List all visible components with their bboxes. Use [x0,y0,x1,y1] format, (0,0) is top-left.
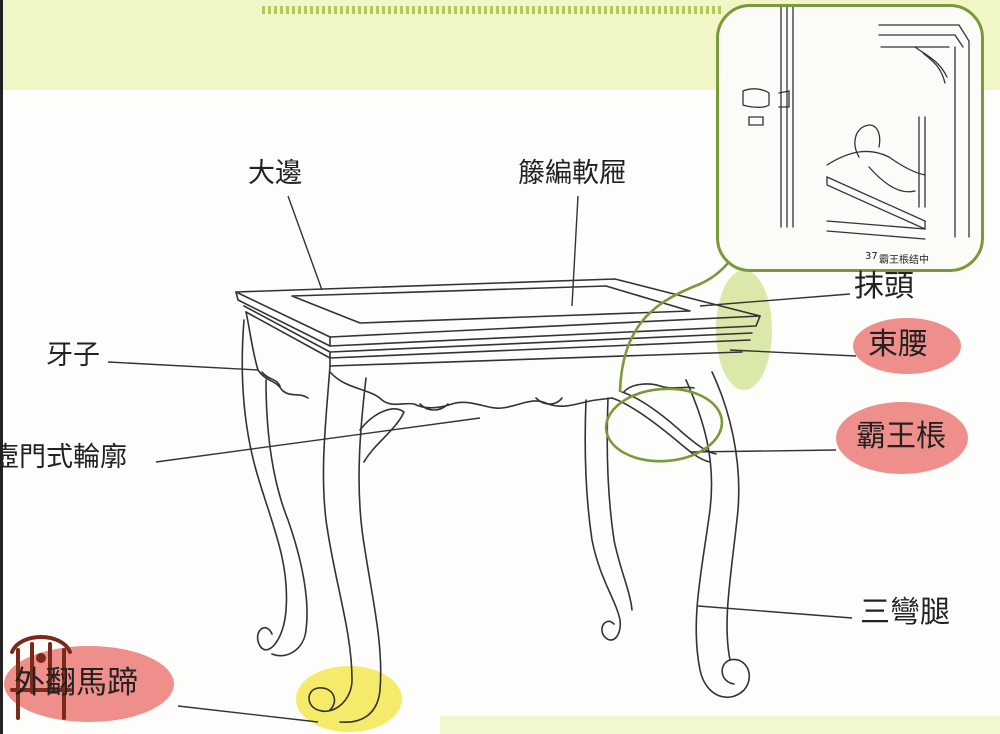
label-san-wan-tui: 三彎腿 [860,595,950,630]
label-kun-men-lun-kuo: 壼門式輪廓 [0,442,127,473]
apron-profile [329,371,613,409]
detail-inset: 37 霸王棖结中 [716,4,984,272]
highlight-ba-wang-cheng [836,402,968,474]
label-mo-tou: 抹頭 [854,269,914,304]
callout-circle [604,387,724,463]
label-shu-yao: 束腰 [868,327,928,362]
table-top-edge [235,291,761,347]
inset-figure-number: 37 [865,251,878,262]
top-dash-decor [262,6,722,14]
label-ya-zi: 牙子 [46,340,100,371]
left-edge [0,0,3,734]
front-left-leg [308,365,353,713]
leader-san-wan [697,605,853,619]
leader-kun-men [155,417,481,463]
label-wai-fan-ma-ti: 外翻馬蹄 [14,665,138,701]
leader-shu-yao [729,349,857,357]
rear-right-leg [584,399,622,641]
table-top-panel [291,285,691,324]
highlight-mo-tou-corner [716,270,772,390]
chair-icon [10,635,72,720]
leader-wai-fan [177,705,319,723]
front-right-leg [685,379,750,699]
label-teng-bian-ruan-ti: 籐編軟屜 [518,158,626,189]
leader-teng-bian [571,195,579,307]
inset-drawing [742,7,970,240]
inset-caption: 霸王棖结中 [879,255,929,266]
label-da-bian: 大邊 [248,158,302,189]
ba-wang-stretcher [611,397,711,463]
rear-left-leg [241,319,288,651]
leader-ya-zi [107,361,259,371]
leader-ba-wang [689,449,837,453]
bottom-decor-band [440,716,1000,734]
highlight-shu-yao [853,318,961,374]
label-ba-wang-cheng: 霸王棖 [856,419,946,454]
leader-da-bian [287,195,323,291]
apron [329,351,743,367]
leader-mo-tou [699,293,851,307]
